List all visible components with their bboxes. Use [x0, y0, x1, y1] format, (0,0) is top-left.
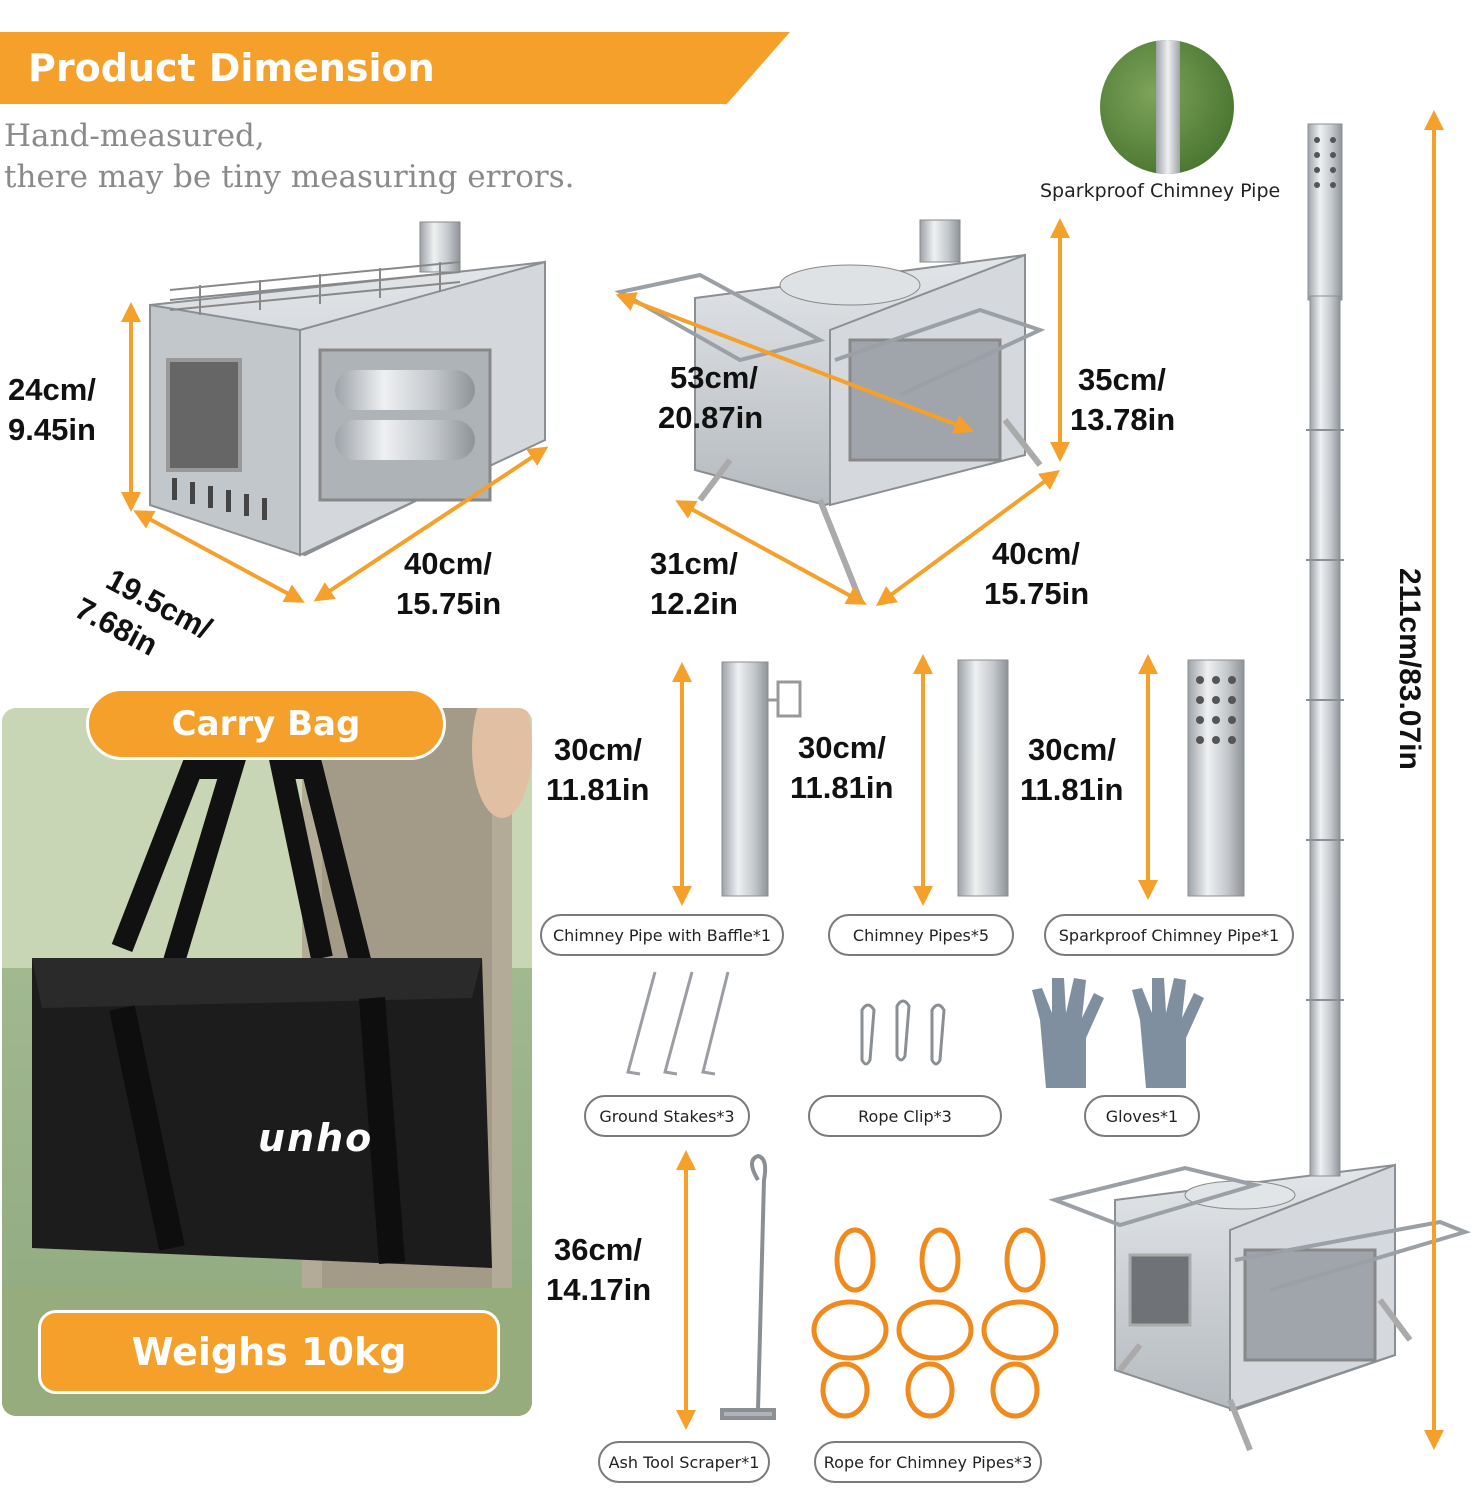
label-ash-scraper: Ash Tool Scraper*1	[598, 1441, 770, 1483]
chimney-detail-label: Sparkproof Chimney Pipe	[1040, 180, 1281, 202]
label-sparkproof-pipe: Sparkproof Chimney Pipe*1	[1044, 914, 1294, 956]
stove-front-depth: 19.5cm/7.68in	[69, 561, 218, 663]
label-pipe-with-baffle: Chimney Pipe with Baffle*1	[540, 914, 784, 956]
stove-open-span: 53cm/20.87in	[658, 360, 764, 435]
label-gloves: Gloves*1	[1084, 1095, 1200, 1137]
pipe-2-length: 30cm/11.81in	[790, 730, 894, 805]
chimney-total-height: 211cm/83.07in	[1393, 568, 1426, 770]
label-rope: Rope for Chimney Pipes*3	[814, 1441, 1042, 1483]
brand-logo: unho	[258, 1116, 374, 1160]
page-title: Product Dimension	[28, 46, 435, 90]
note-line-1: Hand-measured,	[4, 118, 265, 154]
pipe-3-length: 30cm/11.81in	[1020, 732, 1124, 807]
stove-open-height: 35cm/13.78in	[1070, 362, 1176, 437]
tall-chimney	[1306, 123, 1344, 1177]
label-chimney-pipes: Chimney Pipes*5	[828, 914, 1014, 956]
ash-scraper	[720, 1153, 776, 1420]
chimney-detail-photo	[1100, 40, 1234, 174]
stove-front-height: 24cm/9.45in	[8, 372, 96, 447]
pipe-with-baffle	[721, 661, 802, 897]
stove-front-width: 40cm/15.75in	[396, 546, 502, 621]
pipe-1-length: 30cm/11.81in	[546, 732, 650, 807]
stove-assembled-view	[1048, 1163, 1472, 1452]
stove-front-view	[149, 221, 546, 557]
title-banner: Product Dimension	[0, 32, 790, 104]
stove-open-depth: 31cm/12.2in	[650, 546, 738, 621]
gloves	[1032, 978, 1204, 1088]
pipe-plain	[957, 659, 1009, 897]
ropes	[811, 1227, 1059, 1419]
ground-stakes	[626, 971, 730, 1076]
carry-bag-photo	[2, 708, 532, 1416]
scraper-length: 36cm/14.17in	[546, 1232, 652, 1307]
weight-tag: Weighs 10kg	[38, 1310, 500, 1394]
label-rope-clip: Rope Clip*3	[808, 1095, 1002, 1137]
stove-open-width: 40cm/15.75in	[984, 536, 1090, 611]
carry-bag-illustration	[2, 708, 532, 1416]
note-line-2: there may be tiny measuring errors.	[4, 159, 575, 195]
pipe-sparkproof	[1187, 659, 1245, 897]
label-ground-stakes: Ground Stakes*3	[584, 1095, 750, 1137]
carry-bag-tag: Carry Bag	[86, 688, 446, 760]
rope-clips	[860, 999, 946, 1066]
measurement-note: Hand-measured, there may be tiny measuri…	[4, 116, 575, 198]
